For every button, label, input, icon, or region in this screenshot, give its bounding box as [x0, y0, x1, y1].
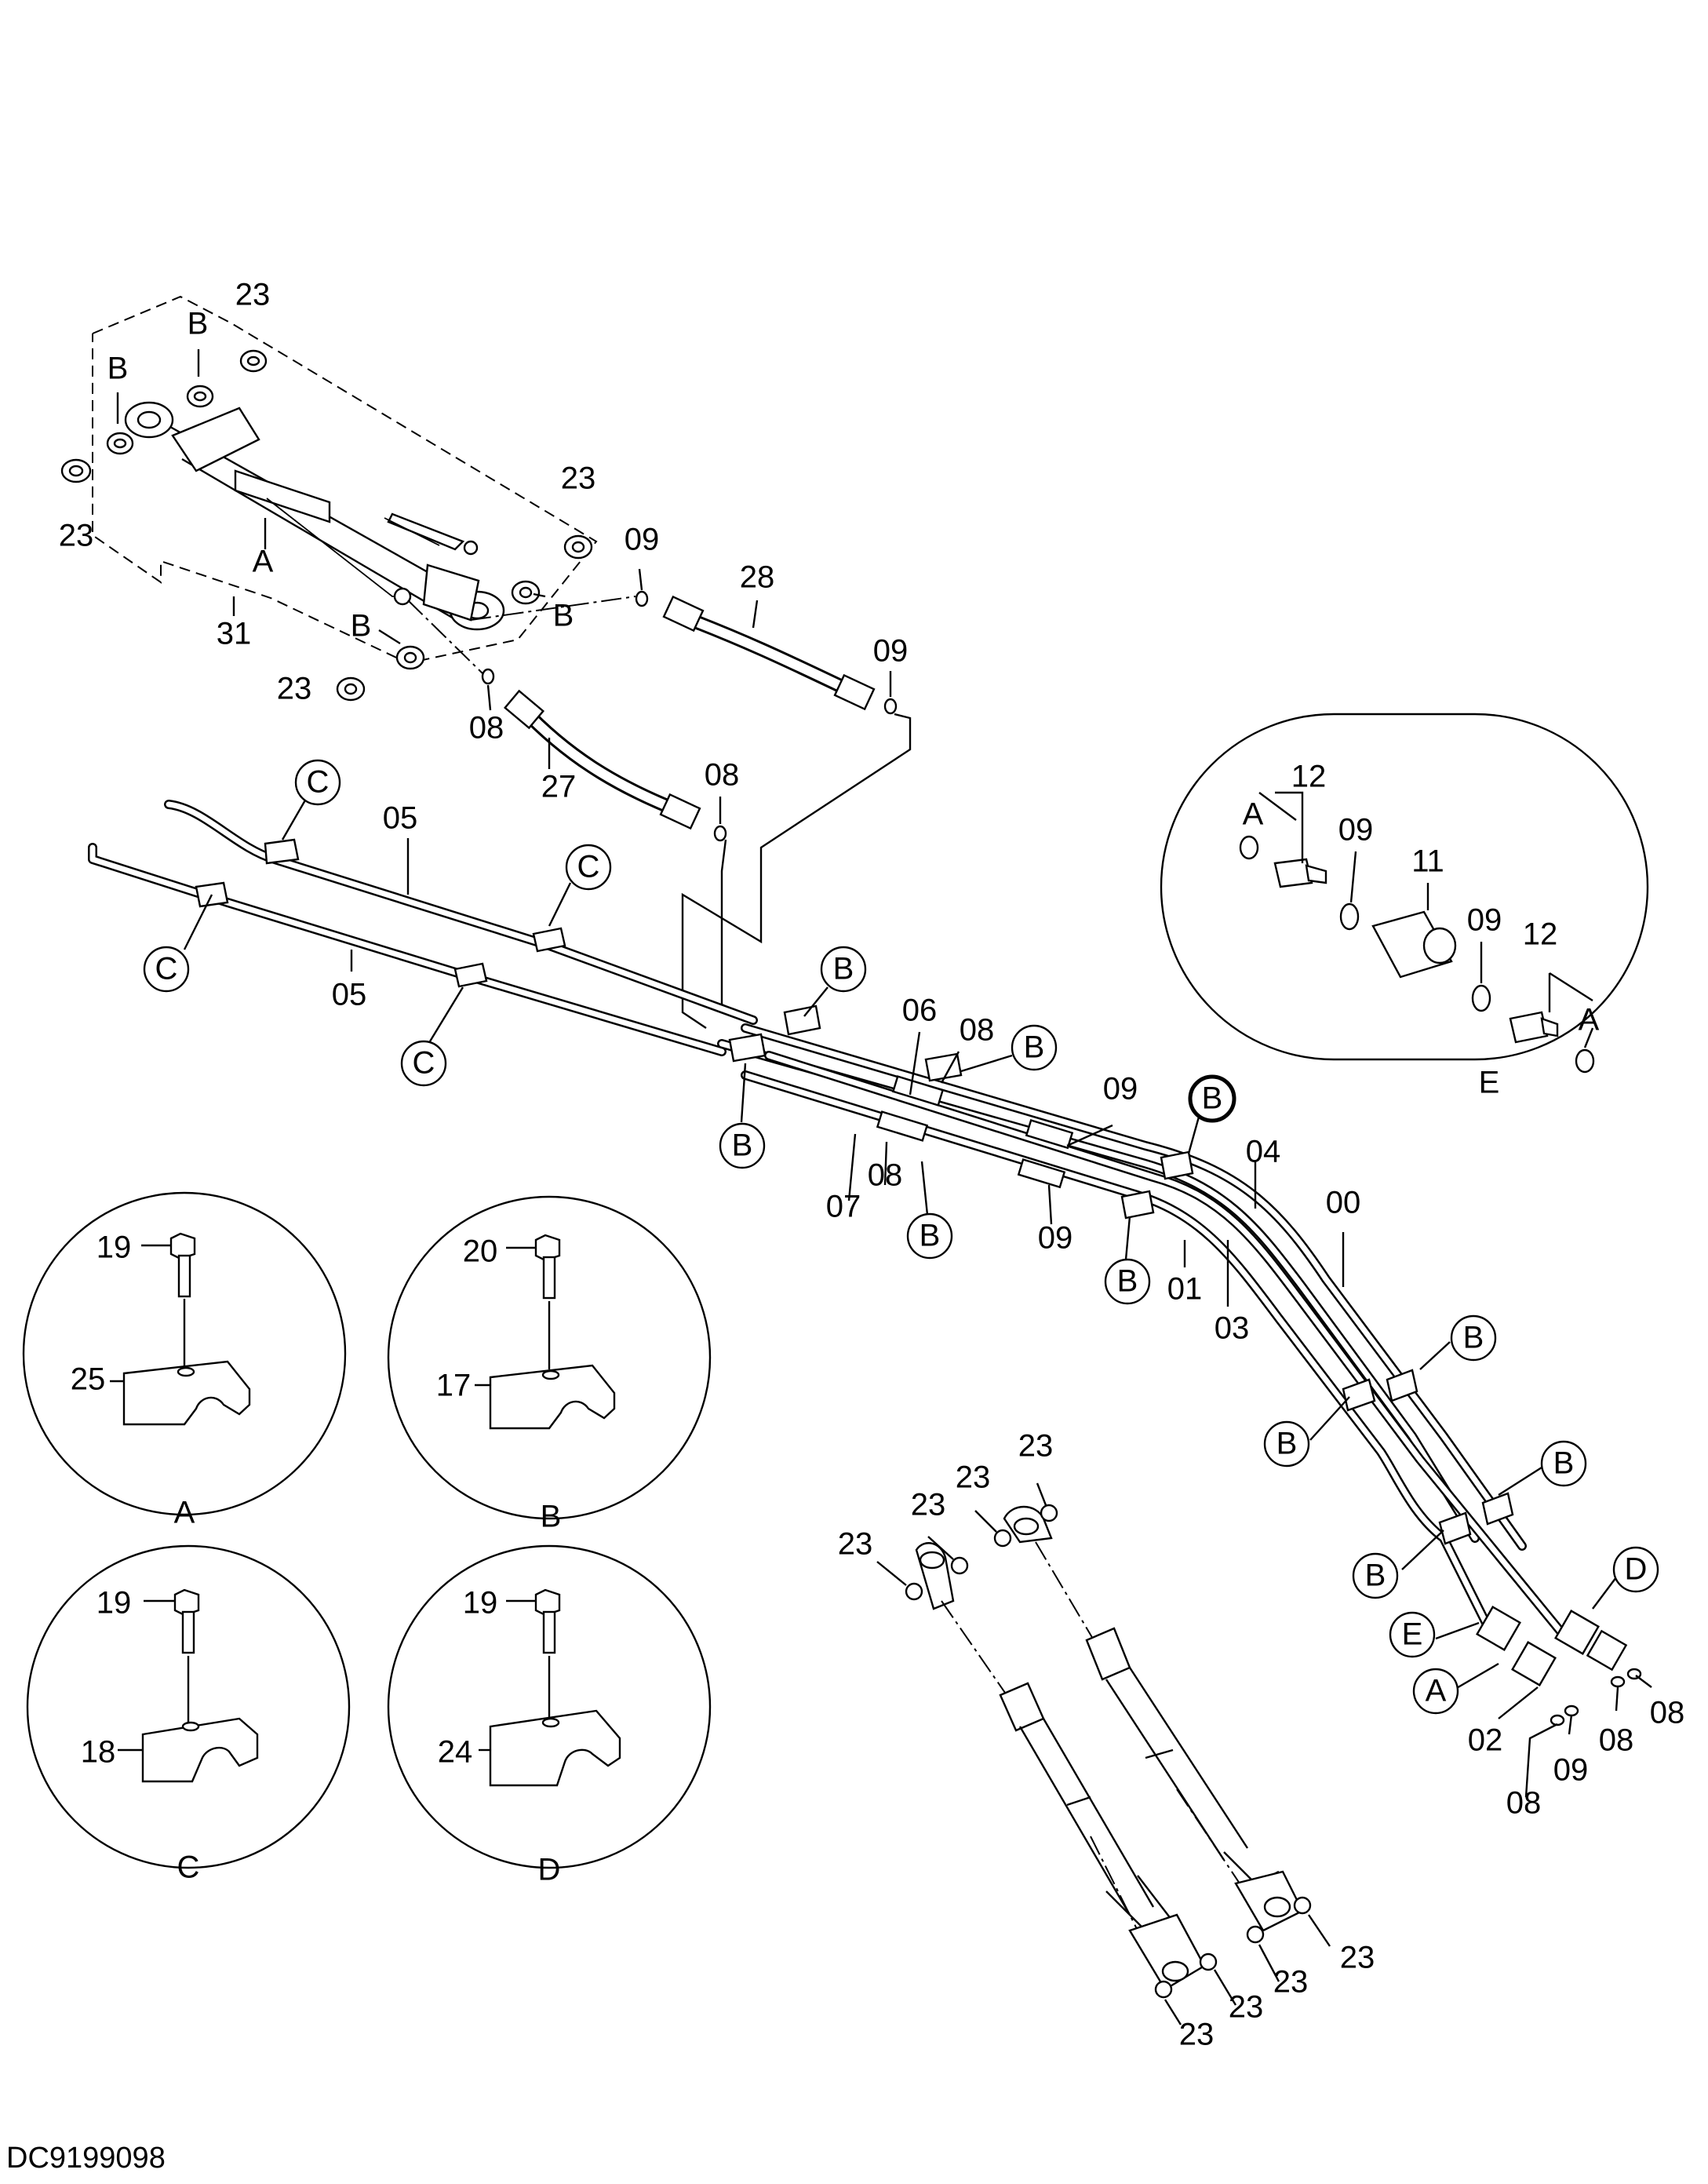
label-23: 23 — [277, 672, 312, 706]
label-B: B — [188, 307, 209, 341]
detail-D — [387, 1544, 712, 1869]
label-E: E — [1479, 1066, 1500, 1100]
label-B: B — [541, 1500, 562, 1534]
label-06: 06 — [902, 994, 938, 1028]
detail-E — [1160, 713, 1649, 1074]
label-23: 23 — [561, 461, 596, 496]
callout-C: C — [155, 952, 178, 986]
label-24: 24 — [438, 1735, 473, 1770]
label-08: 08 — [469, 711, 504, 746]
label-08: 08 — [1599, 1723, 1634, 1758]
label-05: 05 — [332, 978, 367, 1012]
label-05: 05 — [383, 801, 418, 836]
callout-D: D — [1625, 1552, 1648, 1587]
label-23: 23 — [1018, 1429, 1054, 1464]
callout-B: B — [1463, 1321, 1484, 1355]
label-B: B — [351, 609, 372, 644]
label-03: 03 — [1215, 1311, 1250, 1346]
label-23: 23 — [911, 1488, 946, 1522]
label-28: 28 — [740, 560, 775, 595]
lower-cylinders — [876, 1482, 1331, 2025]
label-09: 09 — [873, 634, 909, 669]
part-labels: 23 B B 23 A 31 23 09 B 28 09 B 23 08 27 … — [59, 278, 1685, 2052]
hoses-27-28 — [407, 568, 912, 1029]
label-A: A — [174, 1496, 195, 1530]
detail-B — [387, 1195, 712, 1520]
label-D: D — [538, 1853, 561, 1887]
callout-letters: C C C C B B B B B B B B B B D E A — [155, 765, 1648, 1708]
pipe-bundle — [88, 800, 1652, 1798]
callout-C: C — [577, 850, 600, 884]
callout-B: B — [1276, 1427, 1298, 1461]
label-A: A — [1579, 1003, 1600, 1037]
detail-C — [26, 1544, 351, 1869]
label-23: 23 — [235, 278, 271, 312]
cylinder-assembly-31 — [60, 295, 598, 702]
callout-C: C — [413, 1046, 435, 1081]
callout-B: B — [1553, 1446, 1575, 1481]
label-23: 23 — [1273, 1965, 1309, 2000]
label-A: A — [253, 545, 274, 579]
label-08: 08 — [1506, 1786, 1542, 1821]
label-18: 18 — [81, 1735, 116, 1770]
label-17: 17 — [436, 1369, 472, 1403]
label-C: C — [177, 1850, 200, 1885]
callout-E: E — [1402, 1617, 1423, 1652]
label-09: 09 — [1338, 813, 1374, 848]
callout-arrows — [183, 798, 1617, 1690]
label-B: B — [553, 599, 574, 633]
label-08: 08 — [1650, 1696, 1685, 1730]
label-25: 25 — [71, 1362, 106, 1397]
label-23: 23 — [838, 1527, 873, 1562]
label-01: 01 — [1167, 1272, 1203, 1307]
label-19: 19 — [97, 1586, 132, 1621]
label-08: 08 — [705, 758, 740, 793]
callout-B: B — [1024, 1030, 1045, 1065]
callout-circles — [143, 759, 1659, 1715]
label-09: 09 — [1553, 1753, 1589, 1788]
label-00: 00 — [1326, 1186, 1361, 1220]
detail-A — [22, 1191, 347, 1516]
label-09: 09 — [1038, 1221, 1073, 1256]
label-09: 09 — [1103, 1072, 1138, 1107]
label-07: 07 — [826, 1190, 861, 1224]
callout-B: B — [1202, 1081, 1223, 1116]
label-04: 04 — [1246, 1135, 1281, 1169]
label-23: 23 — [59, 519, 94, 553]
label-12: 12 — [1523, 917, 1558, 952]
label-08: 08 — [868, 1158, 903, 1193]
label-12: 12 — [1291, 760, 1327, 794]
label-31: 31 — [217, 617, 252, 651]
label-11: 11 — [1411, 844, 1444, 879]
label-27: 27 — [541, 770, 577, 804]
label-23: 23 — [1229, 1990, 1264, 2025]
label-19: 19 — [97, 1231, 132, 1265]
label-23: 23 — [1340, 1941, 1375, 1975]
label-B: B — [107, 352, 129, 386]
label-09: 09 — [1467, 903, 1502, 938]
label-A: A — [1243, 797, 1264, 832]
label-19: 19 — [463, 1586, 498, 1621]
label-08: 08 — [960, 1013, 995, 1048]
callout-B: B — [833, 952, 854, 986]
drawing-code: DC9199098 — [6, 2142, 166, 2175]
callout-C: C — [307, 765, 330, 800]
label-23: 23 — [956, 1460, 991, 1495]
label-09: 09 — [625, 523, 660, 557]
callout-B: B — [1365, 1559, 1386, 1593]
label-20: 20 — [463, 1234, 498, 1269]
callout-B: B — [732, 1128, 753, 1163]
label-02: 02 — [1468, 1723, 1503, 1758]
callout-A: A — [1426, 1674, 1447, 1708]
callout-B: B — [1117, 1264, 1138, 1299]
label-23: 23 — [1179, 2018, 1215, 2052]
callout-B: B — [920, 1219, 941, 1253]
